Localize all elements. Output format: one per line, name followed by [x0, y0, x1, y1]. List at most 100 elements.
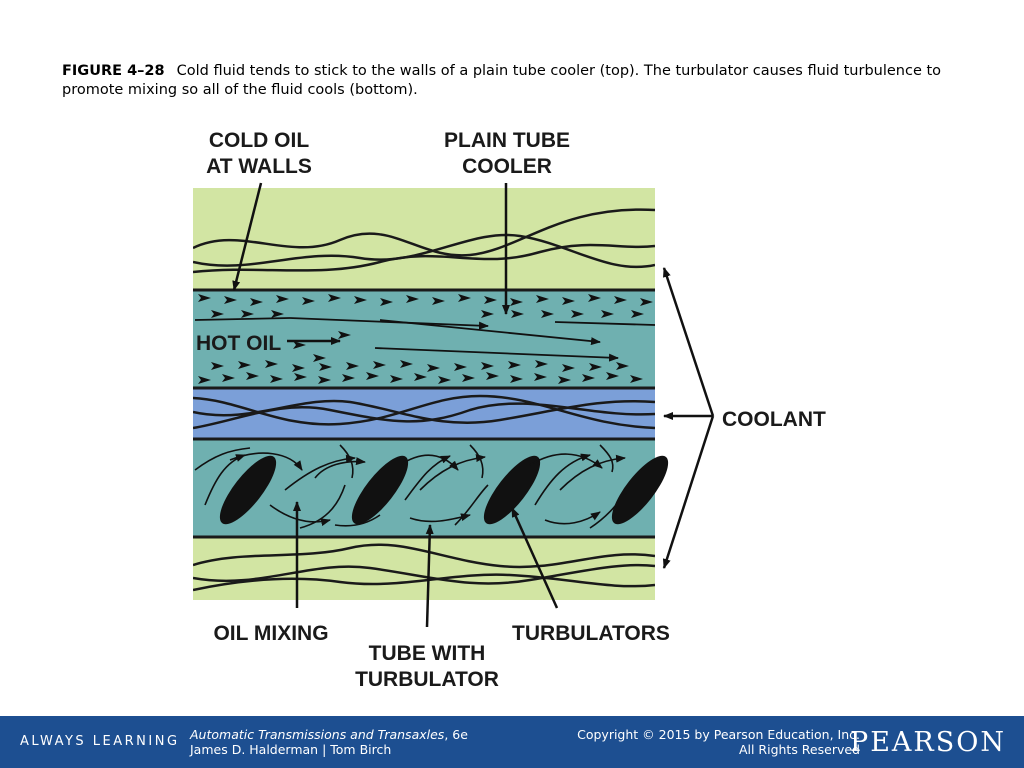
- plain-tube-cooler-label: COOLER: [462, 155, 552, 178]
- footer-tagline: ALWAYS LEARNING: [20, 734, 180, 749]
- flow-chevron: [400, 360, 413, 368]
- flow-chevron: [390, 375, 403, 383]
- bottom-coolant-flow-lines: [193, 543, 655, 592]
- turbulators-label: TURBULATORS: [512, 622, 670, 645]
- bottom-coolant-band: [193, 537, 655, 600]
- flow-chevron: [562, 364, 575, 372]
- flow-chevron: [486, 372, 499, 380]
- flow-chevron: [406, 295, 419, 303]
- flow-chevron: [270, 375, 283, 383]
- flow-chevron: [427, 364, 440, 372]
- flow-chevron: [510, 298, 523, 306]
- flow-chevron: [534, 373, 547, 381]
- rights-line: All Rights Reserved: [738, 742, 860, 757]
- flow-chevron: [601, 310, 614, 318]
- flow-chevron: [271, 310, 284, 318]
- flow-chevron: [224, 296, 237, 304]
- flow-chevron: [328, 294, 341, 302]
- book-edition: , 6e: [444, 727, 468, 742]
- leader-arrows: [232, 182, 715, 628]
- flow-chevron: [338, 331, 351, 339]
- flow-chevron: [241, 310, 254, 318]
- flow-chevron: [198, 376, 211, 384]
- flow-chevron: [346, 362, 359, 370]
- flow-chevron: [276, 295, 289, 303]
- coolant-label: COOLANT: [722, 408, 826, 431]
- flow-chevron: [606, 372, 619, 380]
- flow-chevron: [319, 363, 332, 371]
- flow-chevron: [414, 373, 427, 381]
- cold-oil-label: AT WALLS: [206, 155, 312, 178]
- hot-oil-label: HOT OIL: [196, 332, 281, 355]
- flow-chevron: [342, 374, 355, 382]
- flow-chevron: [211, 310, 224, 318]
- flow-chevron: [536, 295, 549, 303]
- oil-mixing-label: OIL MIXING: [213, 622, 328, 645]
- flow-chevron: [198, 294, 211, 302]
- flow-chevron: [582, 374, 595, 382]
- flow-chevron: [484, 296, 497, 304]
- flow-chevron: [630, 375, 643, 383]
- top-coolant-flow-lines: [193, 208, 655, 274]
- tube-with-turbulator-label: TURBULATOR: [355, 668, 499, 691]
- figure-number: FIGURE 4–28: [62, 63, 165, 79]
- flow-chevron: [462, 374, 475, 382]
- book-info: Automatic Transmissions and Transaxles, …: [190, 727, 468, 757]
- copyright-line: Copyright © 2015 by Pearson Education, I…: [577, 727, 860, 742]
- flow-chevron: [292, 364, 305, 372]
- middle-coolant-flow-lines: [193, 394, 655, 430]
- turbulators: [219, 455, 669, 525]
- flow-chevron: [246, 372, 259, 380]
- caption-text: Cold fluid tends to stick to the walls o…: [62, 63, 942, 98]
- oil-mixing-swirls: [194, 444, 631, 529]
- turbulator: [483, 455, 541, 525]
- flow-chevron: [438, 376, 451, 384]
- flow-chevron: [293, 341, 306, 349]
- hot-oil-flow-lines: [194, 317, 656, 362]
- flow-chevron: [508, 361, 521, 369]
- flow-chevron: [211, 362, 224, 370]
- flow-chevron: [481, 310, 494, 318]
- flow-chevron: [510, 375, 523, 383]
- cold-oil-label: COLD OIL: [209, 129, 309, 152]
- oil-cooler-diagram: COLD OIL AT WALLS PLAIN TUBE COOLER HOT …: [193, 129, 826, 691]
- flow-chevron: [318, 376, 331, 384]
- flow-chevron: [250, 298, 263, 306]
- flow-chevron: [432, 297, 445, 305]
- flow-chevron: [294, 373, 307, 381]
- flow-chevron: [535, 360, 548, 368]
- flow-chevron: [558, 376, 571, 384]
- book-authors: James D. Halderman | Tom Birch: [190, 742, 392, 757]
- flow-chevron: [631, 310, 644, 318]
- flow-chevron: [614, 296, 627, 304]
- footer-bar: ALWAYS LEARNING Automatic Transmissions …: [0, 716, 1024, 768]
- flow-chevron: [313, 354, 326, 362]
- flow-chevron: [588, 294, 601, 302]
- turbulator: [611, 455, 669, 525]
- flow-chevron: [454, 363, 467, 371]
- flow-chevron: [354, 296, 367, 304]
- copyright-info: Copyright © 2015 by Pearson Education, I…: [577, 727, 860, 757]
- flow-chevron: [238, 361, 251, 369]
- turbulator: [351, 455, 409, 525]
- flow-chevron: [265, 360, 278, 368]
- hot-oil-flow-chevrons: [198, 294, 653, 384]
- pearson-logo: PEARSON: [850, 727, 1006, 758]
- top-coolant-band: [193, 188, 655, 290]
- flow-chevron: [481, 362, 494, 370]
- flow-chevron: [458, 294, 471, 302]
- plain-tube-cooler-label: PLAIN TUBE: [444, 129, 570, 152]
- tube-with-turbulator-label: TUBE WITH: [369, 642, 486, 665]
- middle-coolant-band: [193, 388, 655, 439]
- flow-chevron: [640, 298, 653, 306]
- flow-chevron: [616, 362, 629, 370]
- flow-chevron: [511, 310, 524, 318]
- book-title: Automatic Transmissions and Transaxles: [190, 727, 445, 742]
- flow-chevron: [562, 297, 575, 305]
- turbulator: [219, 455, 277, 525]
- flow-chevron: [571, 310, 584, 318]
- flow-chevron: [589, 363, 602, 371]
- flow-chevron: [541, 310, 554, 318]
- tube-walls: [193, 288, 655, 539]
